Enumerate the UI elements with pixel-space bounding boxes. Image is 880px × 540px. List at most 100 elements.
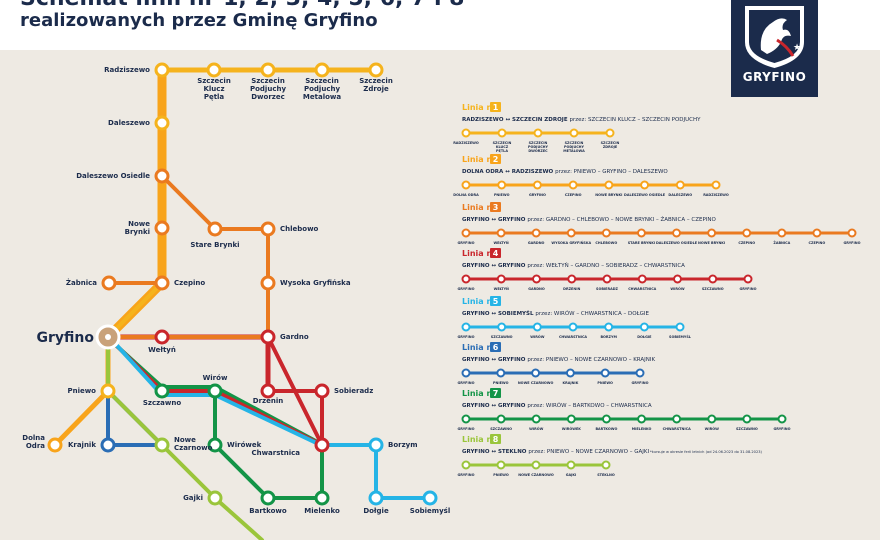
stop-daleszewo-osiedle[interactable] [154,168,170,184]
legend-stop-label: BARTKOWO [595,427,617,431]
legend-stop-label: WEŁTYŃ [494,286,509,291]
legend-stop-label: GRYFINO [458,335,475,339]
legend-stop [531,460,541,470]
legend-stop-label: SZCZAWNO [490,427,512,431]
line-number: 5 [493,297,499,306]
stop-sobieradz[interactable] [314,383,330,399]
stop-drzenin[interactable] [260,383,276,399]
legend-stop-label: GRYFINO [458,287,475,291]
stop-borzym[interactable] [368,437,384,453]
legend-stop-label: STEKLNO [597,473,615,477]
legend-stop [497,322,507,332]
stop-szczawno[interactable] [154,383,170,399]
label-krajnik: Krajnik [68,441,96,449]
stop-dolna-odra[interactable] [47,437,63,453]
legend-stop [497,128,507,138]
line-number-badge [490,296,501,306]
stop-stare-brynki[interactable] [207,221,223,237]
legend-stop-label: GRYFINO [529,193,546,197]
stop-gardno[interactable] [260,329,276,345]
stop-wirowek[interactable] [207,437,223,453]
legend-stop [605,128,615,138]
legend-stop-label: PNIEWO [597,381,613,385]
label-wirowek: Wirówek [227,441,262,449]
stop-bartkowo[interactable] [260,490,276,506]
legend-stop-label: SZCZAWNO [736,427,758,431]
legend-stop [461,460,471,470]
line-number: 7 [493,389,499,398]
legend-route: GRYFINO ↔ GRYFINO przez: GARDNO – CHLEBO… [462,216,717,223]
legend-stop-label: CZEPINO [565,193,582,197]
legend-stop [637,414,647,424]
legend-stop-label: CHWARSTNICA [628,287,656,291]
line-number: 8 [493,435,499,444]
stop-krajnik[interactable] [100,437,116,453]
legend-stop [777,414,787,424]
legend-stop-label: GRYFINO [632,381,649,385]
label-sobieradz: Sobieradz [334,387,373,395]
stop-dolgie[interactable] [368,490,384,506]
legend-stop [675,180,685,190]
legend-stop [708,274,718,284]
legend-stop [532,180,542,190]
legend-stop [707,228,717,238]
legend-stop [777,228,787,238]
stop-mielenko[interactable] [314,490,330,506]
label-zabnica: Żabnica [66,278,97,287]
legend-title: Linia nr [462,103,496,112]
legend-stop-label: WIRÓW [530,334,544,339]
stop-szczecin-klucz[interactable] [206,62,222,78]
legend-title: Linia nr [462,297,496,306]
label-gardno: Gardno [280,333,309,341]
stop-wysoka-gryfinska[interactable] [260,275,276,291]
label-dolgie: Dołgie [363,507,389,515]
stop-sobiemysl[interactable] [422,490,438,506]
legend-stop-label: PNIEWO [494,193,510,197]
legend-stop-label: PNIEWO [493,381,509,385]
stop-wirow[interactable] [207,383,223,399]
line-number-badge [490,388,501,398]
legend-stop-label: PNIEWO [493,473,509,477]
page-subtitle: realizowanych przez Gminę Gryfino [20,10,378,31]
stop-daleszewo[interactable] [154,115,170,131]
stop-pniewo[interactable] [100,383,116,399]
legend-stop-label: CHWARSTNICA [663,427,691,431]
legend-stop [675,322,685,332]
legend-stop [461,322,471,332]
stop-nowe-czarnowo[interactable] [154,437,170,453]
legend-stop [640,180,650,190]
label-wirow: Wirów [203,374,228,382]
label-radziszewo: Radziszewo [104,66,150,74]
legend-stop [743,274,753,284]
legend-stop-label: DALESZEWO OSIEDLE [624,193,666,197]
stop-chlebowo[interactable] [260,221,276,237]
legend-stop-label: WIRÓW [529,426,543,431]
stop-szczecin-podjuchy-dworzec[interactable] [260,62,276,78]
legend-stop-label: GRYFINO [458,381,475,385]
legend-stop [568,322,578,332]
label-pniewo: Pniewo [67,387,96,395]
legend-stop-label: BORZYM [600,335,617,339]
legend-stop [569,128,579,138]
griffin-emblem-icon: ★ [745,6,804,68]
stop-radziszewo[interactable] [154,62,170,78]
legend-stop [637,274,647,284]
stop-szczecin-zdroje[interactable] [368,62,384,78]
stop-szczecin-podjuchy-metalowa[interactable] [314,62,330,78]
stop-chwarstnica[interactable] [314,437,330,453]
stop-nowe-brynki[interactable] [154,220,170,236]
line-number: 6 [493,343,499,352]
stop-czepino[interactable] [154,275,170,291]
stop-gajki[interactable] [207,490,223,506]
legend-route: RADZISZEWO ↔ SZCZECIN ZDROJE przez: SZCZ… [462,117,701,123]
line-number-badge [490,342,501,352]
stop-zabnica[interactable] [101,275,117,291]
stop-weltyn[interactable] [154,329,170,345]
